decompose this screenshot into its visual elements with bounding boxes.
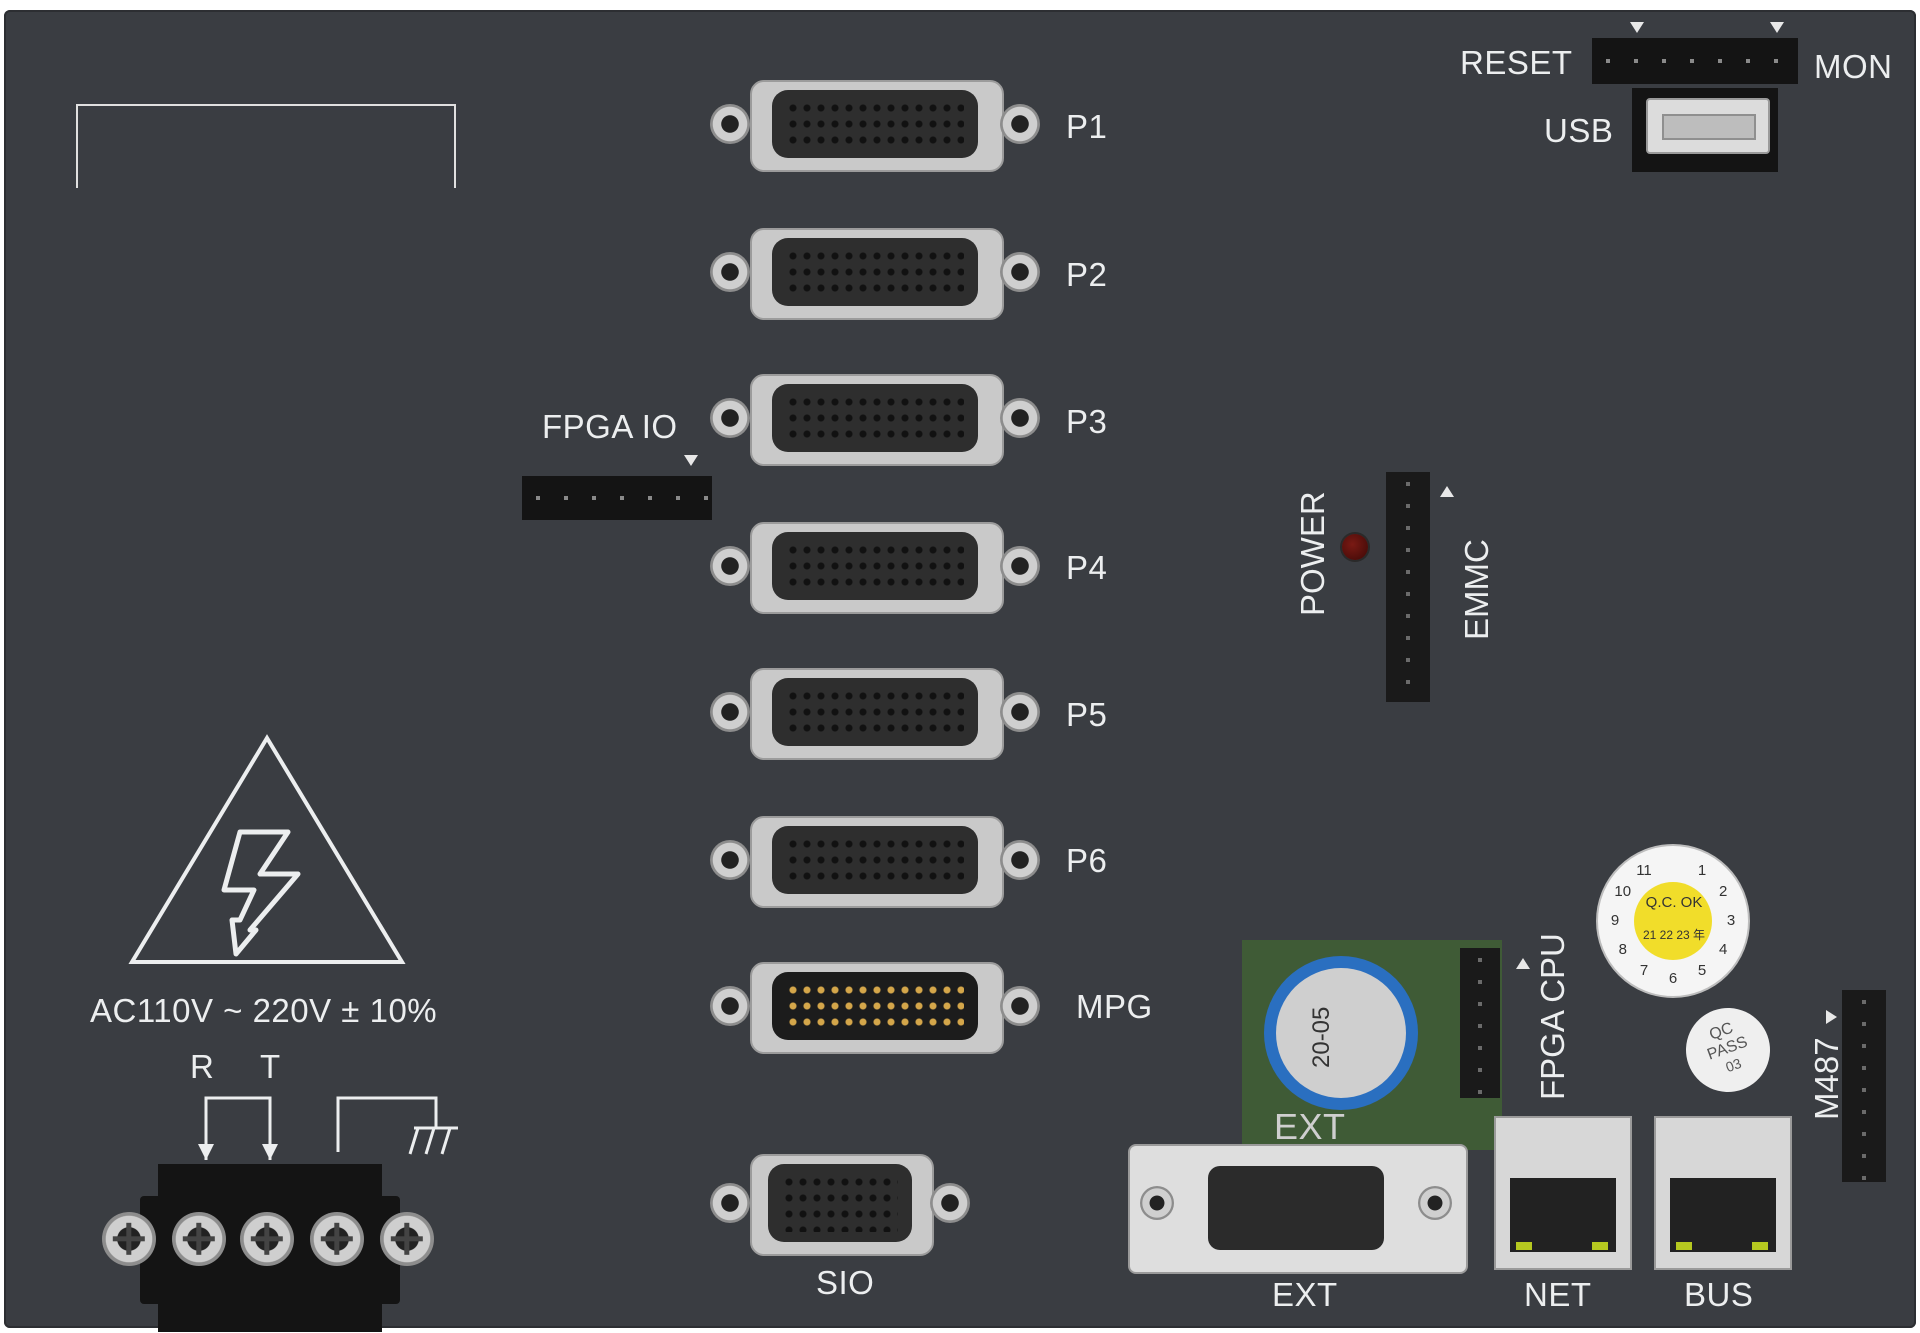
connector-label-p5: P5 — [1066, 696, 1108, 733]
terminal-screw-icon[interactable] — [380, 1212, 434, 1266]
qc-dial-number: 10 — [1614, 883, 1632, 900]
label-area-bracket — [76, 104, 456, 188]
jack-screw — [710, 252, 750, 292]
pin1-marker-icon — [1516, 958, 1530, 969]
terminal-label-t: T — [260, 1048, 281, 1085]
qc-dial-number: 8 — [1618, 941, 1627, 958]
indicator-label-power: POWER — [1294, 491, 1331, 616]
jack-screw — [1000, 692, 1040, 732]
jack-screw — [1000, 398, 1040, 438]
emmc-socket[interactable] — [1386, 472, 1430, 702]
jack-screw — [710, 840, 750, 880]
terminal-screw-icon[interactable] — [310, 1212, 364, 1266]
header-label-fpga-io: FPGA IO — [542, 408, 678, 445]
ext-connector[interactable] — [1128, 1144, 1468, 1274]
jack-screw — [710, 546, 750, 586]
jack-screw — [1000, 546, 1040, 586]
p2-dsub-connector[interactable] — [710, 222, 1040, 322]
pin1-marker-icon — [1630, 22, 1644, 33]
pin1-marker-icon — [1770, 22, 1784, 33]
qc-dial-number: 7 — [1639, 962, 1649, 980]
pin1-marker-icon — [684, 455, 698, 466]
header-label-mon: MON — [1814, 48, 1893, 85]
jack-screw — [710, 1183, 750, 1223]
qc-dial-number: 11 — [1636, 861, 1652, 879]
qc-dial-number: 4 — [1719, 941, 1728, 958]
p3-dsub-connector[interactable] — [710, 368, 1040, 468]
fpga-io-header[interactable] — [522, 476, 712, 520]
connector-label-ext: EXT — [1272, 1276, 1338, 1313]
p1-dsub-connector[interactable] — [710, 74, 1040, 174]
mpg-dsub-connector[interactable] — [710, 956, 1040, 1056]
p6-dsub-connector[interactable] — [710, 810, 1040, 910]
terminal-screw-icon[interactable] — [172, 1212, 226, 1266]
pin1-marker-icon — [1826, 1010, 1837, 1024]
m487-header[interactable] — [1842, 990, 1886, 1182]
pin1-marker-icon — [1440, 486, 1454, 497]
connector-label-p2: P2 — [1066, 256, 1108, 293]
sio-dsub-connector[interactable] — [710, 1148, 970, 1258]
terminal-wiring-diagram — [198, 1096, 438, 1160]
jack-screw — [710, 398, 750, 438]
p4-dsub-connector[interactable] — [710, 516, 1040, 616]
jack-screw — [1000, 104, 1040, 144]
connector-label-p3: P3 — [1066, 403, 1108, 440]
port-label-net: NET — [1524, 1276, 1592, 1313]
connector-label-p1: P1 — [1066, 108, 1108, 145]
qc-dial-number: 5 — [1697, 962, 1707, 980]
terminal-label-r: R — [190, 1048, 215, 1085]
bus-rj45-port[interactable] — [1654, 1116, 1792, 1270]
jack-screw — [710, 692, 750, 732]
usb-port[interactable] — [1646, 98, 1770, 154]
power-led — [1342, 534, 1368, 560]
p5-dsub-connector[interactable] — [710, 662, 1040, 762]
jack-screw — [710, 986, 750, 1026]
power-rating-label: AC110V ~ 220V ± 10% — [90, 992, 438, 1029]
connector-label-p4: P4 — [1066, 549, 1108, 586]
header-label-m487: M487 — [1808, 1037, 1845, 1120]
jack-screw — [1000, 986, 1040, 1026]
qc-dial-number: 2 — [1719, 883, 1728, 900]
qc-dial-number: 1 — [1697, 861, 1707, 879]
header-label-reset: RESET — [1460, 44, 1573, 81]
qc-dial-number: 9 — [1610, 912, 1620, 929]
header-label-fpga-cpu: FPGA CPU — [1534, 933, 1571, 1100]
battery-marking: 20-05 — [1308, 1006, 1335, 1068]
jack-screw — [930, 1183, 970, 1223]
jack-screw — [1000, 840, 1040, 880]
qc-dial-number: 3 — [1726, 912, 1736, 929]
connector-label-sio: SIO — [816, 1264, 875, 1301]
terminal-screw-icon[interactable] — [240, 1212, 294, 1266]
jack-screw — [1000, 252, 1040, 292]
backup-battery: 20-05 — [1264, 956, 1418, 1110]
pcb-silkscreen-ext: EXT — [1274, 1106, 1346, 1147]
reset-mon-header[interactable] — [1592, 38, 1798, 84]
qc-dial-year: 21 22 23 年 — [1642, 928, 1706, 942]
header-label-emmc: EMMC — [1458, 539, 1495, 640]
qc-dial-label: Q.C. OK — [1645, 894, 1703, 911]
connector-label-p6: P6 — [1066, 842, 1108, 879]
fpga-cpu-header[interactable] — [1460, 948, 1500, 1098]
net-rj45-port[interactable] — [1494, 1116, 1632, 1270]
jack-screw — [710, 104, 750, 144]
port-label-usb: USB — [1544, 112, 1614, 149]
ground-icon — [408, 1126, 458, 1155]
qc-dial-number: 6 — [1668, 970, 1678, 987]
terminal-screw-icon[interactable] — [102, 1212, 156, 1266]
high-voltage-warning-icon — [128, 734, 406, 964]
port-label-bus: BUS — [1684, 1276, 1754, 1313]
connector-label-mpg: MPG — [1076, 988, 1153, 1025]
